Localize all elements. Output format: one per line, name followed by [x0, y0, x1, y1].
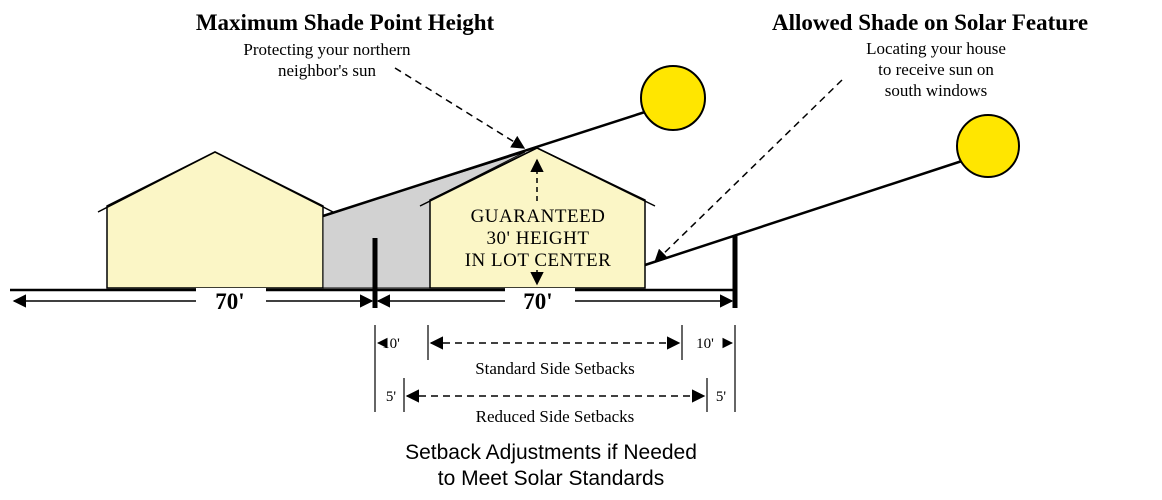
house-label-line3: IN LOT CENTER — [465, 250, 612, 271]
leader-left — [394, 67, 526, 149]
reduced-left-label: 5' — [386, 389, 397, 405]
note-right-line3: south windows — [885, 81, 987, 100]
house-label-line1: GUARANTEED — [471, 206, 606, 227]
sun-left — [640, 65, 706, 131]
house-label-line2: 30' HEIGHT — [487, 228, 590, 249]
caption-line2: to Meet Solar Standards — [438, 467, 664, 490]
note-left-line1: Protecting your northern — [243, 40, 411, 59]
title-allowed-shade: Allowed Shade on Solar Feature — [772, 10, 1088, 35]
title-max-shade: Maximum Shade Point Height — [196, 10, 495, 35]
house-label-bg — [440, 204, 636, 270]
left-house — [106, 151, 324, 289]
standard-left-label: 10' — [382, 336, 400, 352]
note-right-line2: to receive sun on — [878, 60, 994, 79]
sun-ray-left — [322, 110, 646, 218]
standard-right-label: 10' — [696, 336, 714, 352]
leader-right — [654, 79, 843, 263]
reduced-setbacks-label: Reduced Side Setbacks — [476, 407, 635, 426]
note-right-line1: Locating your house — [866, 39, 1006, 58]
note-left-line2: neighbor's sun — [278, 61, 376, 80]
standard-setbacks-label: Standard Side Setbacks — [475, 359, 635, 378]
right-lot-label: 70' — [523, 289, 552, 314]
left-lot-label: 70' — [215, 289, 244, 314]
sun-right — [956, 114, 1020, 178]
caption-line1: Setback Adjustments if Needed — [405, 441, 697, 464]
sun-ray-right — [644, 158, 966, 267]
reduced-right-label: 5' — [716, 389, 727, 405]
left-house-eave-left — [97, 151, 334, 213]
